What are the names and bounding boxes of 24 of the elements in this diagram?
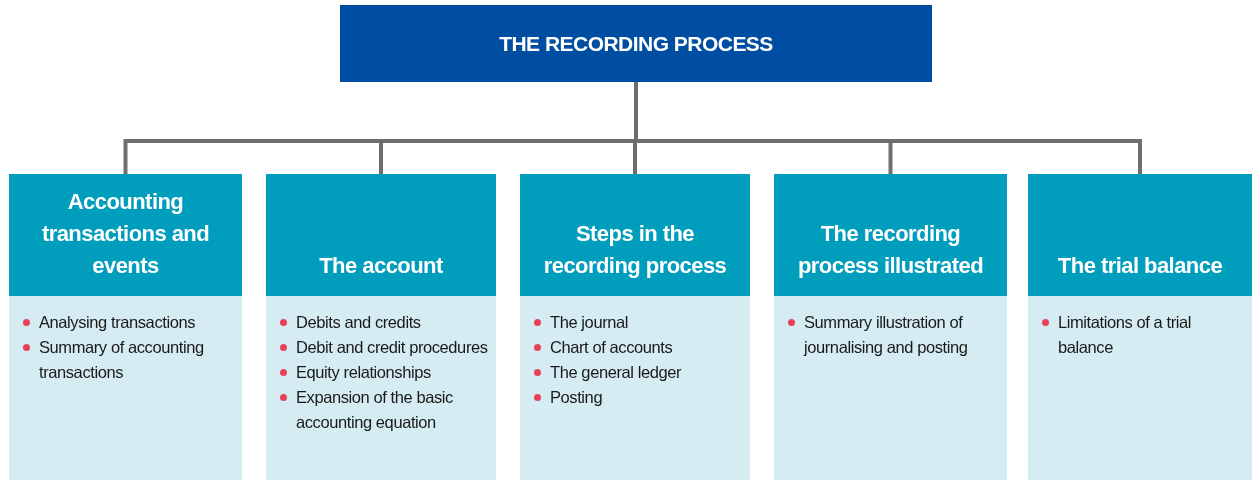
topic-item: Summary of accounting transactions [39,337,205,383]
topic-item: Analysing transactions [39,312,195,333]
title-text: THE RECORDING PROCESS [499,30,773,57]
topic-item: Equity relationships [296,362,431,383]
topic-item: Debit and credit procedures [296,337,488,358]
topic-title: The recording process illustrated [796,220,985,280]
topic-item: Debits and credits [296,312,421,333]
topic-title: Accounting transactions and events [40,188,211,280]
topic-item: Posting [550,387,603,408]
topic-item: Expansion of the basic accounting equation [296,387,454,433]
topic-column [9,174,242,480]
topic-title: The trial balance [1057,252,1223,280]
topic-title: The account [319,252,443,280]
topic-item: The journal [550,312,628,333]
topic-item: Summary illustration of journalising and posting [804,312,969,358]
topic-title: Steps in the recording process [542,220,728,280]
topic-column [1028,174,1252,480]
topic-item: The general ledger [550,362,682,383]
topic-item: Chart of accounts [550,337,673,358]
topic-column [520,174,750,480]
title-box [340,5,932,82]
topic-column [774,174,1007,480]
topic-item: Limitations of a trial balance [1058,312,1193,358]
topic-column [266,174,496,480]
